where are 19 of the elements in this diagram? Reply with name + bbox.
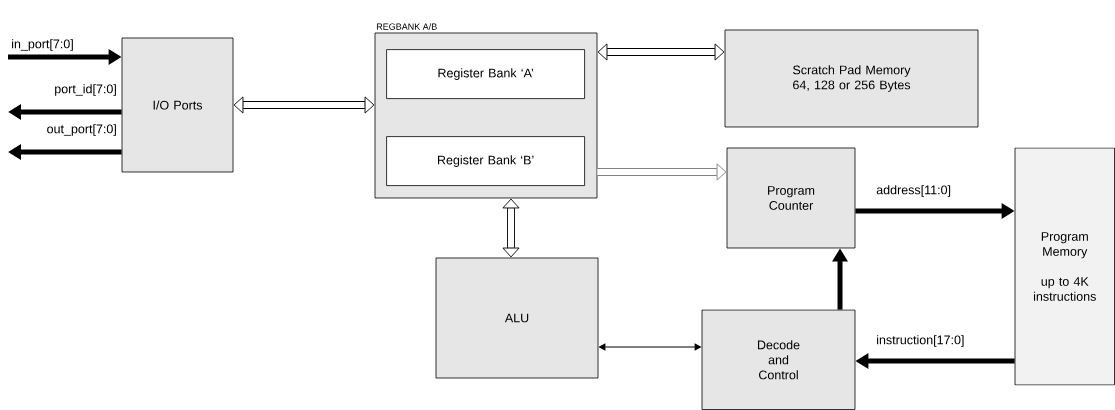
arrow (599, 343, 701, 351)
io-ports-box: I/O Ports (121, 37, 234, 173)
alu-box: ALU (435, 257, 599, 379)
arrow (597, 43, 725, 61)
memory-box: Program Memory up to 4K instructions (1014, 147, 1115, 386)
edge-label: in_port[7:0] (10, 38, 75, 52)
register-box: Register Bank ‘B’ (386, 136, 585, 186)
edge-label: port_id[7:0] (53, 83, 118, 97)
edge-label: address[11:0] (875, 184, 953, 198)
memory-box: Scratch Pad Memory 64, 128 or 256 Bytes (724, 29, 979, 128)
register-box: Register Bank ‘A’ (386, 49, 585, 99)
arrow (233, 96, 375, 114)
counter-box: Program Counter (726, 147, 856, 249)
arrow (597, 163, 727, 181)
control-box: Decode and Control (701, 309, 856, 410)
edge-label: out_port[7:0] (45, 123, 118, 137)
node-label: REGBANK A/B (376, 23, 437, 30)
edge-label: instruction[17:0] (875, 334, 966, 348)
arrow (502, 198, 520, 258)
